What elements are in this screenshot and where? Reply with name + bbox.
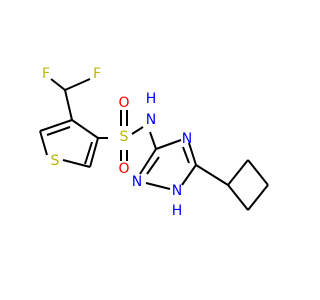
atom-h-amide: H [146,91,157,107]
bond-cyclobutyl-1 [227,159,249,186]
bond-triazole-n1-n2 [145,182,171,190]
bond-thiophene-c4-c5-double-inner [84,141,93,165]
atom-labels: F F S S O O N H N N N H [42,66,192,219]
bond-thiophene-c4-c5-double [89,137,99,168]
bond-triazole-n2-c3 [139,148,157,175]
bond-thiophene-c5-s [62,159,91,168]
bond-thiophene-s-c2 [39,130,48,156]
atom-o-lower: O [118,161,129,177]
atom-n-triazole-1: N [172,183,182,199]
atom-f-left: F [42,66,50,82]
bond-cyclobutyl-2 [247,159,269,186]
bond-triazole-cyclobutyl [195,164,229,186]
bond-n-c-triazole [149,131,157,150]
atom-n-amide: N [146,112,156,128]
atom-o-upper: O [118,95,129,111]
bond-triazole-c3-n4 [155,139,182,150]
bond-thiophene-c2-c3-double [39,119,73,132]
bond-triazole-n2-c3-inner [146,156,160,175]
bond-triazole-n4-c5 [188,142,197,166]
bond-triazole-n4-c5-inner [182,146,190,164]
bond-thiophene-c3-c4 [71,119,99,139]
bond-cf2-ring [64,89,73,121]
atom-h-triazole: H [172,203,183,219]
bonds [39,78,269,211]
bond-cf-right [64,78,91,91]
atom-n-triazole-2: N [132,174,142,190]
molecule-structure: F F S S O O N H N N N H [39,66,269,219]
atom-s-sulfonyl: S [120,129,129,145]
bond-triazole-c5-n1 [181,164,197,186]
bond-thiophene-c2-c3-double-inner [46,126,71,136]
bond-cyclobutyl-4 [227,184,249,211]
atom-s-thiophene: S [51,153,60,169]
bond-cyclobutyl-3 [247,184,269,211]
atom-n-triazole-4: N [182,131,192,147]
atom-f-right: F [93,66,101,82]
bond-s-n [131,126,144,135]
bond-cf-left [50,78,66,91]
